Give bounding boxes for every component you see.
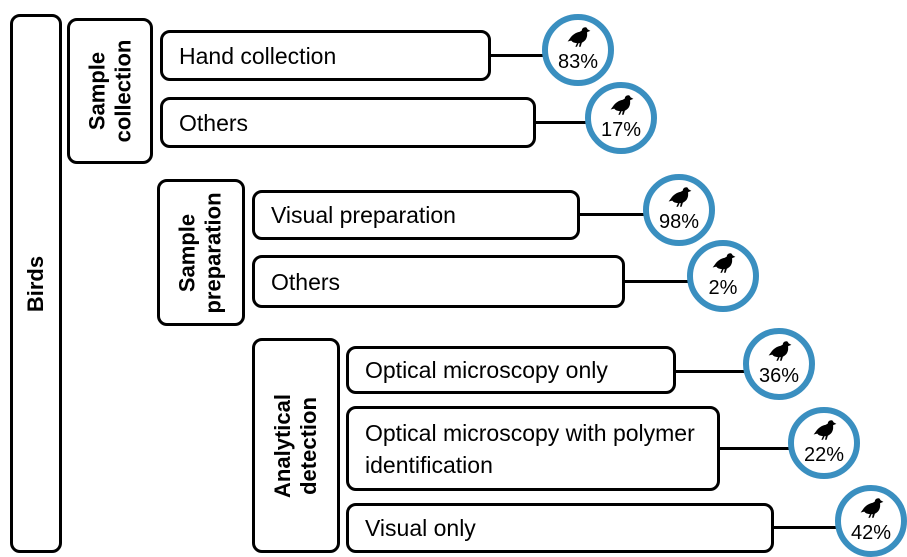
- connector-hand-collection: [491, 54, 549, 57]
- badge-others-collection: 17%: [585, 82, 657, 154]
- group-label-sample-preparation: Sample preparation: [175, 191, 226, 314]
- badge-percent-visual-only: 42%: [850, 522, 892, 544]
- item-box-visual-preparation: Visual preparation: [252, 190, 580, 240]
- connector-visual-only: [774, 526, 840, 529]
- item-box-visual-only: Visual only: [346, 503, 774, 553]
- connector-optical-microscopy-only: [676, 370, 748, 373]
- item-box-optical-microscopy-only: Optical microscopy only: [346, 346, 676, 394]
- connector-optical-microscopy-polymer: [720, 447, 792, 450]
- item-box-others-collection: Others: [160, 97, 536, 148]
- badge-percent-visual-preparation: 98%: [658, 211, 700, 233]
- bird-icon: [813, 420, 837, 440]
- item-box-others-preparation: Others: [252, 255, 625, 308]
- group-label-sample-collection: Sample collection: [84, 39, 135, 143]
- bird-icon: [860, 498, 884, 518]
- item-box-hand-collection: Hand collection: [160, 30, 491, 81]
- badge-percent-others-preparation: 2%: [708, 277, 738, 299]
- badge-optical-microscopy-only: 36%: [743, 328, 815, 400]
- item-label-visual-only: Visual only: [365, 515, 476, 541]
- badge-percent-others-collection: 17%: [600, 119, 642, 141]
- badge-others-preparation: 2%: [687, 240, 759, 312]
- badge-percent-optical-microscopy-polymer: 22%: [803, 444, 845, 466]
- bird-icon: [712, 253, 736, 273]
- connector-others-collection: [536, 121, 592, 124]
- badge-visual-only: 42%: [835, 485, 907, 557]
- root-label: Birds: [23, 255, 48, 312]
- group-label-box-analytical-detection: Analytical detection: [252, 338, 340, 553]
- badge-percent-optical-microscopy-only: 36%: [758, 365, 800, 387]
- bird-icon: [610, 95, 634, 115]
- connector-others-preparation: [625, 280, 693, 283]
- item-box-optical-microscopy-polymer: Optical microscopy with polymer identifi…: [346, 406, 720, 491]
- bird-icon: [768, 341, 792, 361]
- item-label-others-collection: Others: [179, 109, 249, 136]
- group-label-box-sample-collection: Sample collection: [67, 18, 153, 164]
- item-label-visual-preparation: Visual preparation: [271, 202, 456, 228]
- badge-percent-hand-collection: 83%: [557, 51, 599, 73]
- badge-visual-preparation: 98%: [643, 174, 715, 246]
- group-label-analytical-detection: Analytical detection: [270, 393, 321, 498]
- connector-visual-preparation: [580, 213, 650, 216]
- item-label-hand-collection: Hand collection: [179, 42, 337, 69]
- item-label-optical-microscopy-only: Optical microscopy only: [365, 357, 608, 383]
- badge-hand-collection: 83%: [542, 14, 614, 86]
- bird-icon: [567, 27, 591, 47]
- bird-icon: [668, 187, 692, 207]
- badge-optical-microscopy-polymer: 22%: [788, 407, 860, 479]
- group-label-box-sample-preparation: Sample preparation: [157, 179, 245, 326]
- root-label-box: Birds: [10, 14, 62, 553]
- item-label-optical-microscopy-polymer: Optical microscopy with polymer identifi…: [365, 419, 695, 478]
- item-label-others-preparation: Others: [271, 268, 341, 295]
